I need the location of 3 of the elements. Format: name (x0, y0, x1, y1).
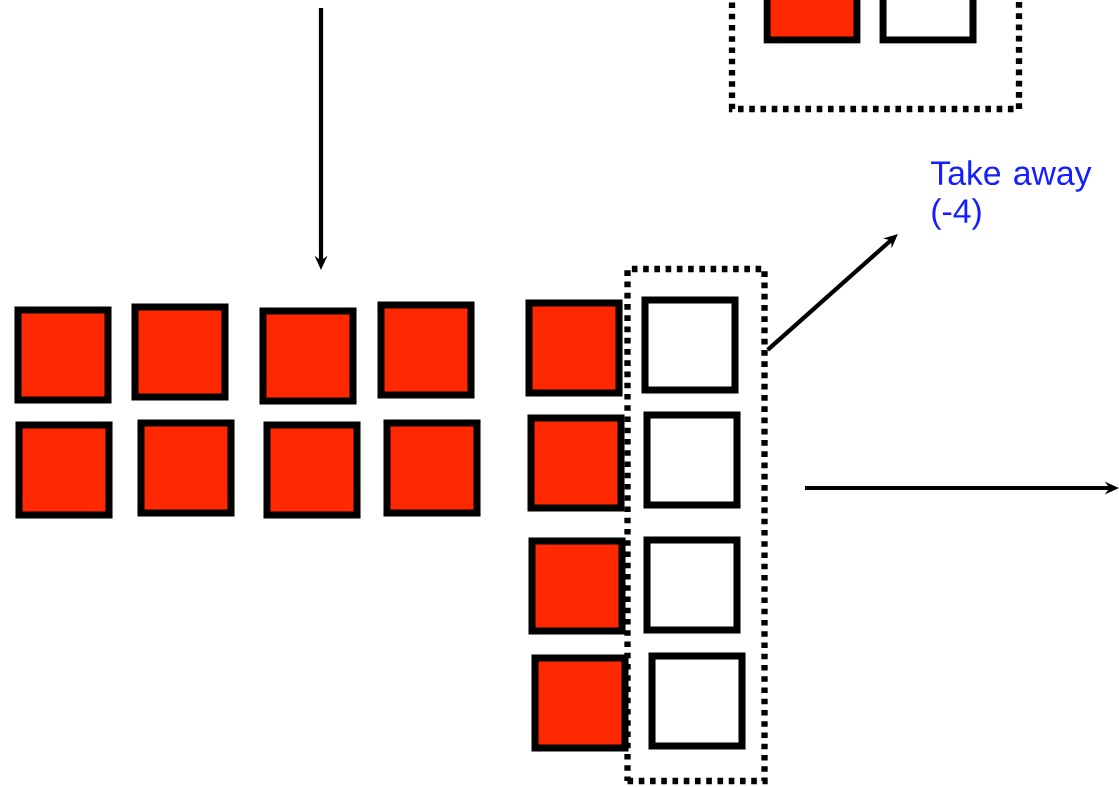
dotted-frame (624, 265, 768, 785)
arrow (766, 234, 898, 352)
annotation-text: Take away (-4) (931, 160, 1092, 230)
